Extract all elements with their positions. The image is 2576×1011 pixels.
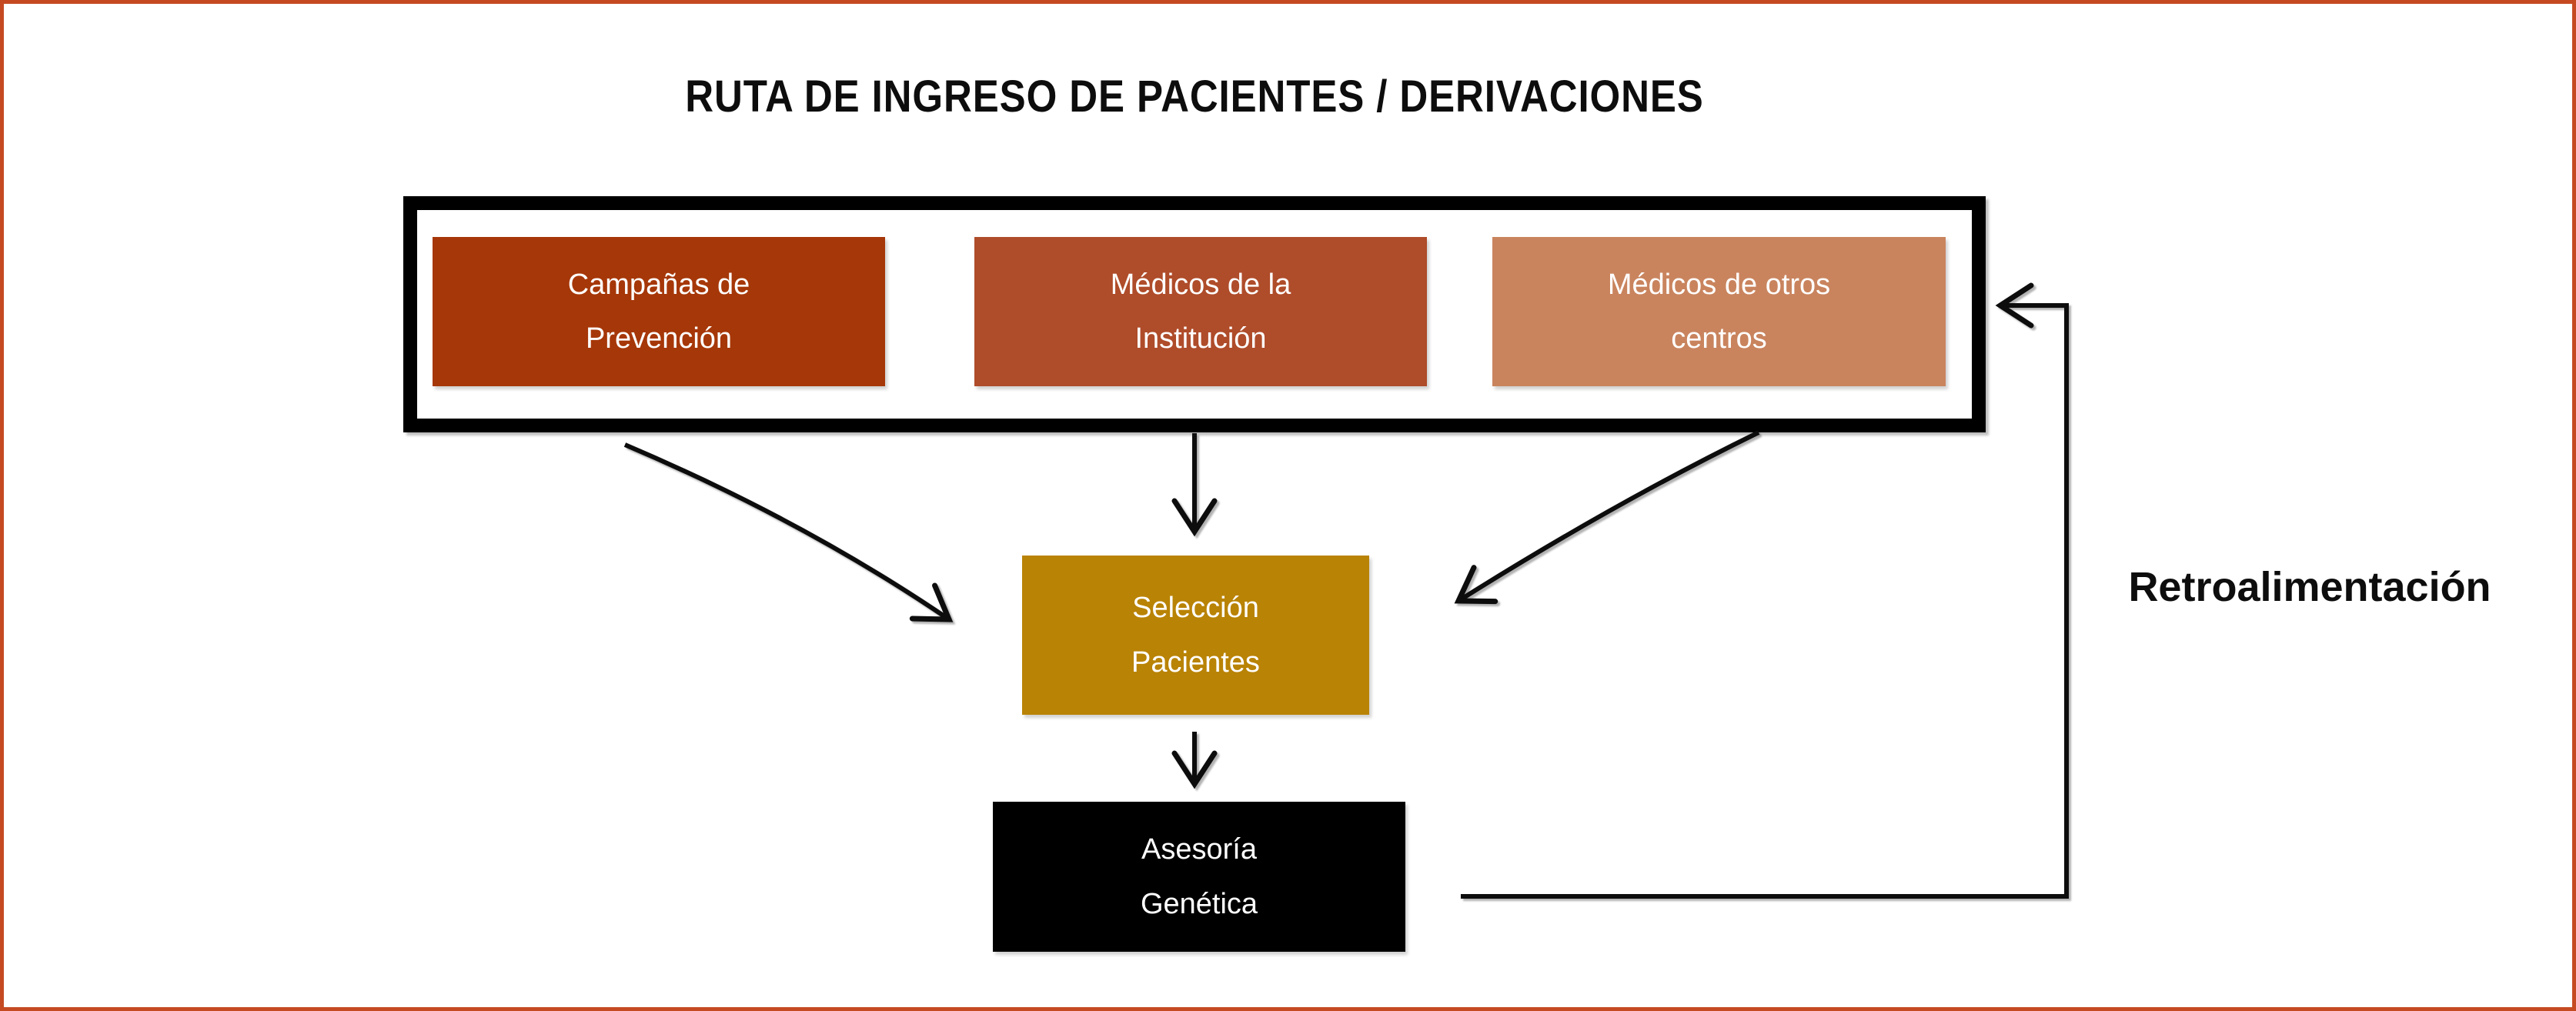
asesoria-genetica-box: Asesoría Genética [993, 802, 1405, 952]
page-title: RUTA DE INGRESO DE PACIENTES / DERIVACIO… [685, 72, 1704, 122]
patient-entry-sources-frame: Campañas de Prevención Médicos de la Ins… [403, 196, 1986, 432]
source-box-medicos-institucion: Médicos de la Institución [974, 237, 1427, 386]
arrow-campaigns-to-selection [623, 442, 954, 622]
feedback-loop-arrow [1461, 282, 2069, 899]
source-box-campanas-prevencion: Campañas de Prevención [433, 237, 885, 386]
retroalimentacion-label: Retroalimentación [2128, 564, 2491, 610]
connector-arrows [623, 282, 2069, 899]
source-box-medicos-otros-centros: Médicos de otros centros [1492, 237, 1946, 386]
page-title-row: RUTA DE INGRESO DE PACIENTES / DERIVACIO… [403, 70, 1986, 124]
selection-pacientes-box: Selección Pacientes [1022, 556, 1369, 715]
arrow-othercenters-to-selection [1454, 430, 1760, 605]
